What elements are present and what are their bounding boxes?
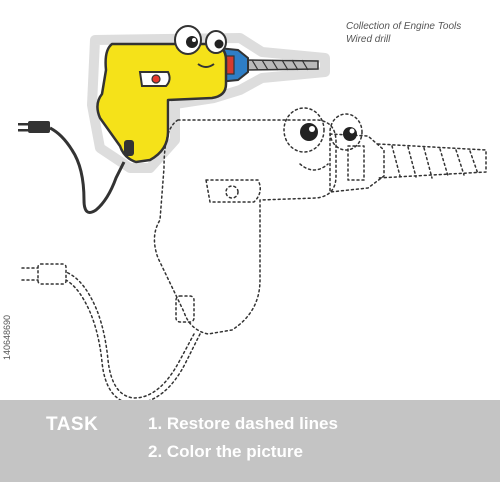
task-step-1: 1. Restore dashed lines xyxy=(148,414,338,433)
stock-id: 140648690 xyxy=(2,314,12,360)
task-bar: TASK 1. Restore dashed lines 2. Color th… xyxy=(0,400,500,482)
dashed-drill-eyes xyxy=(300,123,357,141)
bottom-strip xyxy=(0,482,500,500)
colored-drill xyxy=(18,25,330,214)
dashed-drill-outline xyxy=(21,107,487,405)
caption: Collection of Engine Tools Wired drill xyxy=(346,20,461,46)
caption-title: Collection of Engine Tools xyxy=(346,21,462,32)
caption-subtitle: Wired drill xyxy=(346,34,391,45)
task-step-2: 2. Color the picture xyxy=(148,442,303,461)
task-label: TASK xyxy=(46,414,99,435)
